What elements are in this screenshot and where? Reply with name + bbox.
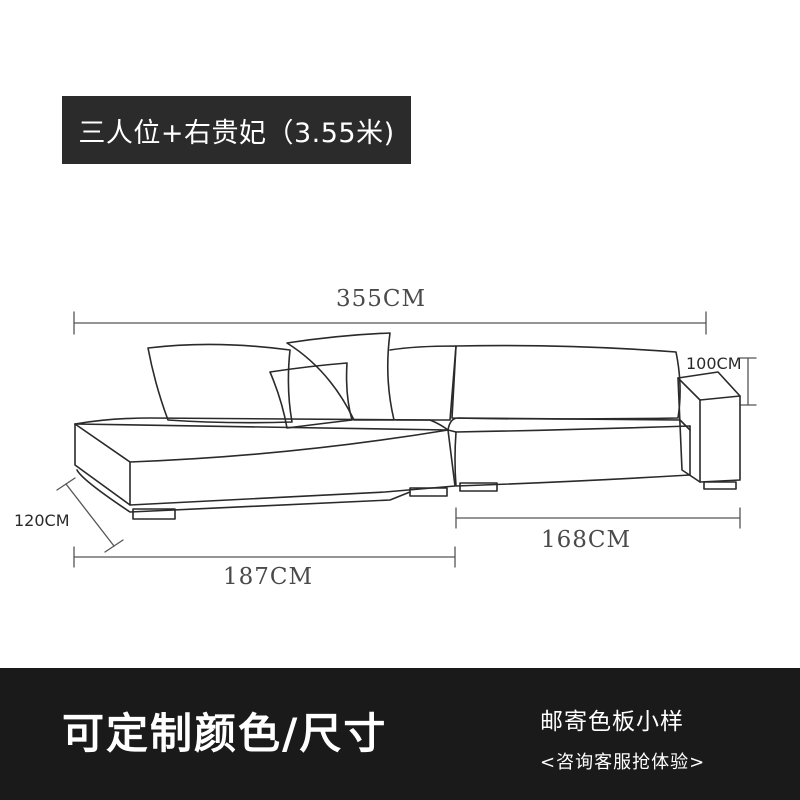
dim-line-height bbox=[739, 357, 757, 406]
armrest-foot bbox=[703, 481, 737, 490]
back-cushion-left bbox=[147, 343, 293, 424]
back-rest-right bbox=[451, 344, 681, 420]
middle-foot bbox=[409, 487, 448, 497]
right-armrest bbox=[677, 371, 741, 490]
dim-label-right-section: 168CM bbox=[541, 527, 631, 553]
footer-banner bbox=[0, 668, 800, 800]
dim-label-depth: 120CM bbox=[14, 511, 70, 530]
back-cushion-middle bbox=[286, 332, 395, 421]
dim-line-right-section bbox=[455, 507, 741, 529]
dim-line-left-section bbox=[73, 546, 456, 568]
footer-consult-text: <咨询客服抢体验> bbox=[540, 752, 706, 773]
left-seat bbox=[74, 417, 456, 520]
title-badge: 三人位+右贵妃（3.55米) bbox=[62, 96, 411, 164]
left-foot bbox=[132, 508, 176, 520]
right-seat bbox=[447, 417, 691, 492]
dim-line-total bbox=[73, 311, 707, 335]
back-rest-left bbox=[389, 345, 457, 421]
title-text: 三人位+右贵妃（3.55米) bbox=[78, 117, 395, 149]
dim-label-height: 100CM bbox=[686, 354, 742, 373]
right-foot bbox=[459, 482, 498, 492]
footer-main-text: 可定制颜色/尺寸 bbox=[62, 709, 388, 758]
left-base bbox=[76, 469, 411, 513]
dim-label-left-section: 187CM bbox=[223, 564, 313, 590]
dim-line-depth bbox=[56, 477, 124, 553]
dim-label-total: 355CM bbox=[336, 286, 426, 312]
sofa-diagram: 355CM 100CM 120CM 187CM 168CM bbox=[14, 286, 757, 590]
footer-sample-text: 邮寄色板小样 bbox=[540, 709, 684, 735]
